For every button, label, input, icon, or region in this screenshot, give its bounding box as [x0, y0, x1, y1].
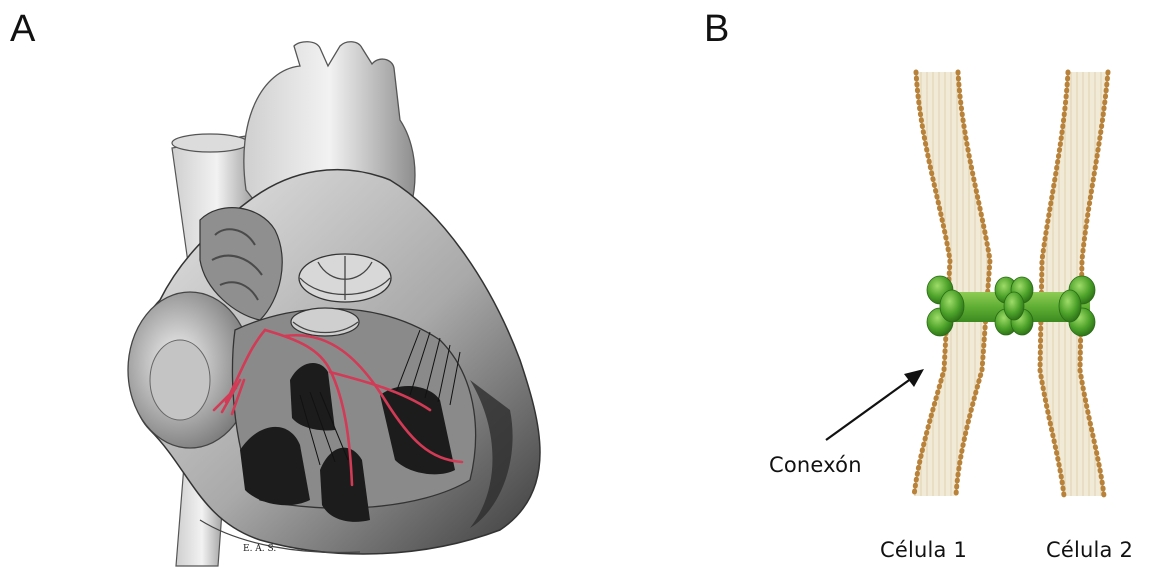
cell-2-label: Célula 2 — [1046, 538, 1133, 562]
connexon-label: Conexón — [769, 453, 862, 477]
connexon-arrow — [826, 369, 924, 440]
cell-1-label: Célula 1 — [880, 538, 967, 562]
